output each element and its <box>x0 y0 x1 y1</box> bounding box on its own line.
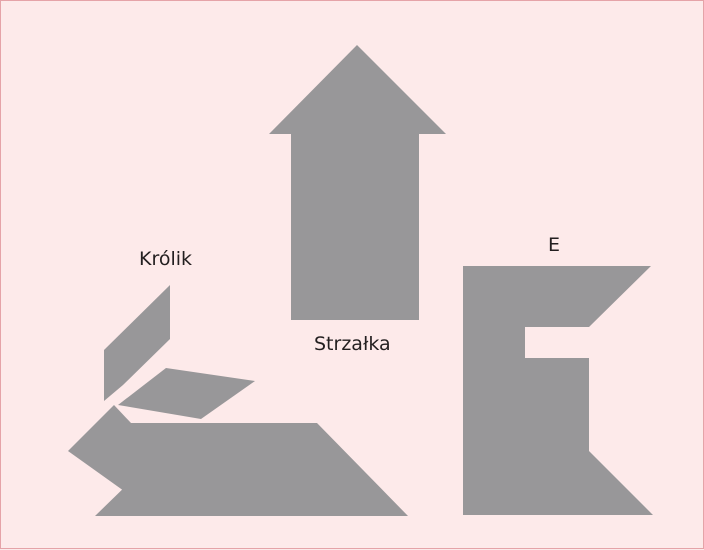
arrow-label: Strzałka <box>314 333 391 355</box>
arrow-shape <box>269 45 446 320</box>
arrow-body <box>291 134 419 320</box>
letter-e-label: E <box>548 234 560 256</box>
rabbit-ear-front <box>118 368 255 419</box>
rabbit-label: Królik <box>139 248 192 270</box>
arrow-head <box>269 45 446 134</box>
rabbit-head <box>68 405 131 496</box>
letter-e-shape <box>463 266 653 515</box>
rabbit-body <box>95 423 408 516</box>
